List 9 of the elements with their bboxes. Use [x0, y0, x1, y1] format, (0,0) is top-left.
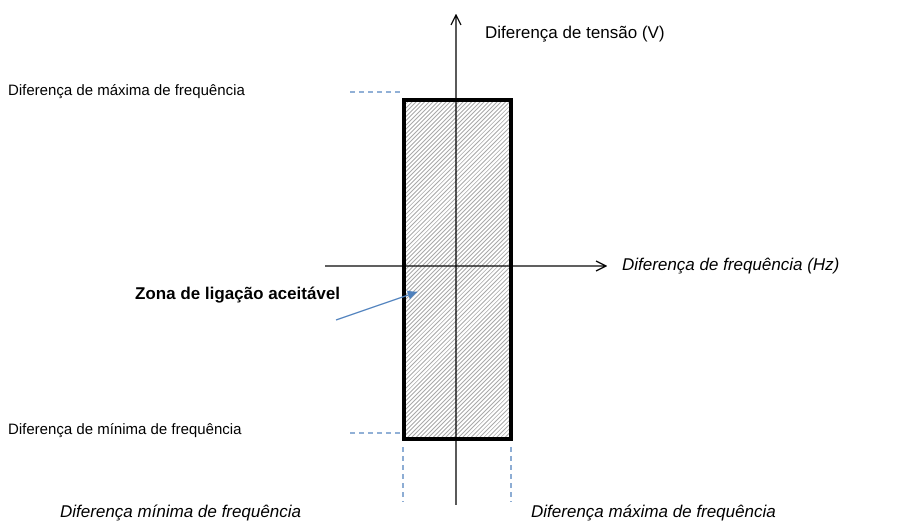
axis-title: Diferença de tensão (V): [485, 23, 665, 43]
limit-label: Diferença máxima de frequência: [531, 502, 776, 522]
limit-label: Diferença mínima de frequência: [60, 502, 301, 522]
axis-title: Diferença de frequência (Hz): [622, 255, 840, 275]
limit-label: Diferença de máxima de frequência: [8, 82, 245, 100]
leader-arrow: [336, 290, 418, 321]
zone-label: Zona de ligação aceitável: [135, 284, 340, 304]
limit-label: Diferença de mínima de frequência: [8, 421, 242, 438]
acceptable-zone-rectangle: [402, 98, 513, 441]
